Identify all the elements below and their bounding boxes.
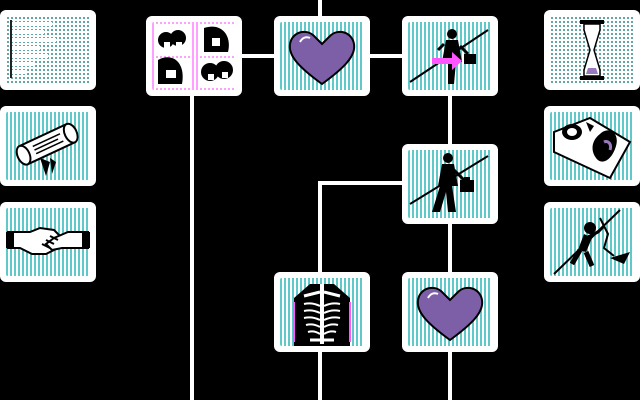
connector-line (190, 96, 194, 400)
health-tile[interactable] (274, 272, 370, 352)
love-tile[interactable] (274, 16, 370, 96)
businessman-walking-icon (409, 153, 489, 212)
heart-icon (288, 30, 356, 86)
connector-line (448, 96, 452, 144)
connector-line (366, 54, 402, 58)
connector-line (318, 352, 322, 400)
cowboy-hat-icon (553, 116, 632, 180)
time-tile[interactable] (544, 10, 640, 90)
businessman-arrow-icon (409, 29, 489, 84)
diploma-scroll-icon (15, 122, 79, 176)
education-tile[interactable] (0, 106, 96, 186)
connector-line (318, 0, 322, 16)
stats-tile[interactable] (0, 10, 96, 90)
relationships-tile[interactable] (146, 16, 242, 96)
bar-chart-icon (10, 20, 56, 78)
connector-line (238, 54, 274, 58)
heart-icon (416, 286, 484, 342)
connector-line (318, 181, 322, 272)
climber-icon (553, 209, 630, 275)
connector-line (448, 224, 452, 272)
connector-line (320, 181, 402, 185)
adventure-tile[interactable] (544, 106, 640, 186)
handshake-icon (6, 226, 90, 255)
partnership-tile[interactable] (0, 202, 96, 282)
skeleton-xray-icon (293, 284, 351, 346)
work-tile[interactable] (402, 144, 498, 224)
hourglass-icon (580, 20, 604, 80)
connector-line (448, 352, 452, 400)
career-tile[interactable] (402, 16, 498, 96)
sport-tile[interactable] (544, 202, 640, 282)
love-tile-2[interactable] (402, 272, 498, 352)
couple-photos-icon (154, 24, 234, 88)
